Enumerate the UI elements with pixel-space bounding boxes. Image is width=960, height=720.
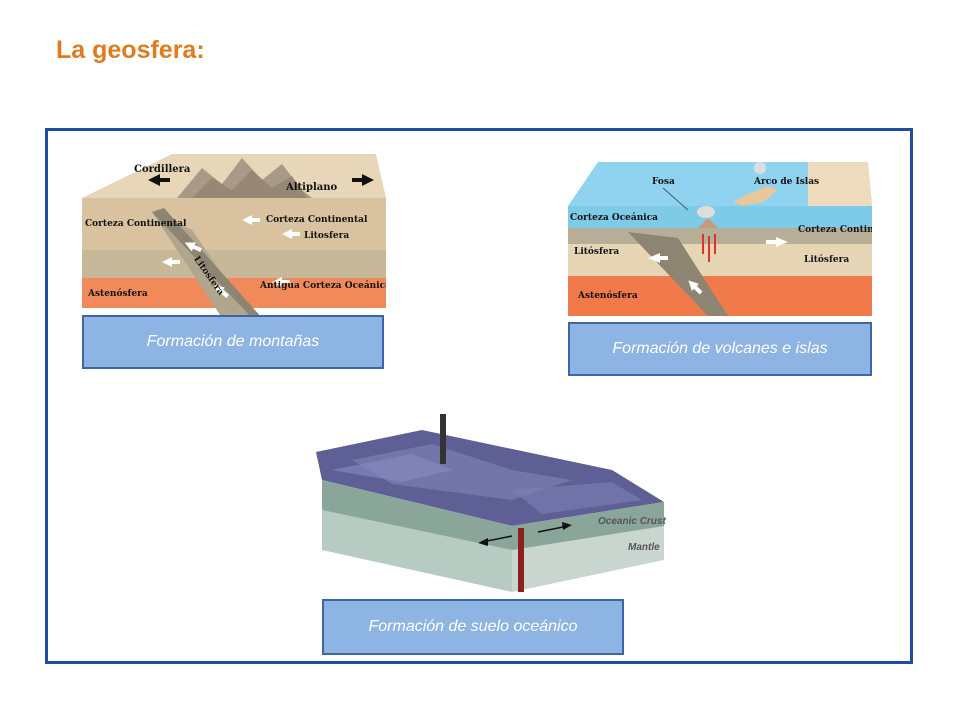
label-astenosfera: Astenósfera	[87, 288, 148, 299]
label-corteza-continental-left: Corteza Continental	[85, 219, 187, 229]
label-astenosfera: Astenósfera	[577, 290, 638, 301]
caption-volcanoes: Formación de volcanes e islas	[568, 322, 872, 376]
caption-mountains: Formación de montañas	[82, 315, 384, 369]
seafloor-formation-diagram: Oceanic Crust Mantle	[316, 414, 666, 592]
label-cordillera: Cordillera	[134, 164, 191, 175]
label-mantle: Mantle	[628, 542, 660, 553]
arrow-left-icon	[148, 174, 170, 186]
label-corteza-continental-right: Corteza Continental	[266, 215, 368, 225]
slide-title: La geosfera:	[56, 36, 205, 64]
label-oceanic-crust: Oceanic Crust	[598, 516, 666, 527]
label-arco-de-islas: Arco de Islas	[753, 177, 819, 187]
label-litosfera-left: Litósfera	[574, 246, 619, 257]
label-antigua-corteza: Antigua Corteza Oceánica	[259, 280, 386, 291]
label-litosfera-right: Litosfera	[304, 231, 349, 241]
label-fosa: Fosa	[652, 177, 675, 187]
label-corteza-continental: Corteza Continental	[798, 225, 872, 235]
mountain-formation-diagram: Cordillera Altiplano Corteza Continental…	[82, 154, 386, 318]
label-litosfera-right: Litósfera	[804, 254, 849, 265]
label-altiplano: Altiplano	[285, 182, 338, 193]
volcano-formation-diagram: Fosa Arco de Islas Corteza Oceánica Cort…	[568, 162, 872, 316]
arrow-right-icon	[352, 174, 374, 186]
label-corteza-oceanica: Corteza Oceánica	[570, 212, 658, 223]
caption-seafloor: Formación de suelo oceánico	[322, 599, 624, 655]
